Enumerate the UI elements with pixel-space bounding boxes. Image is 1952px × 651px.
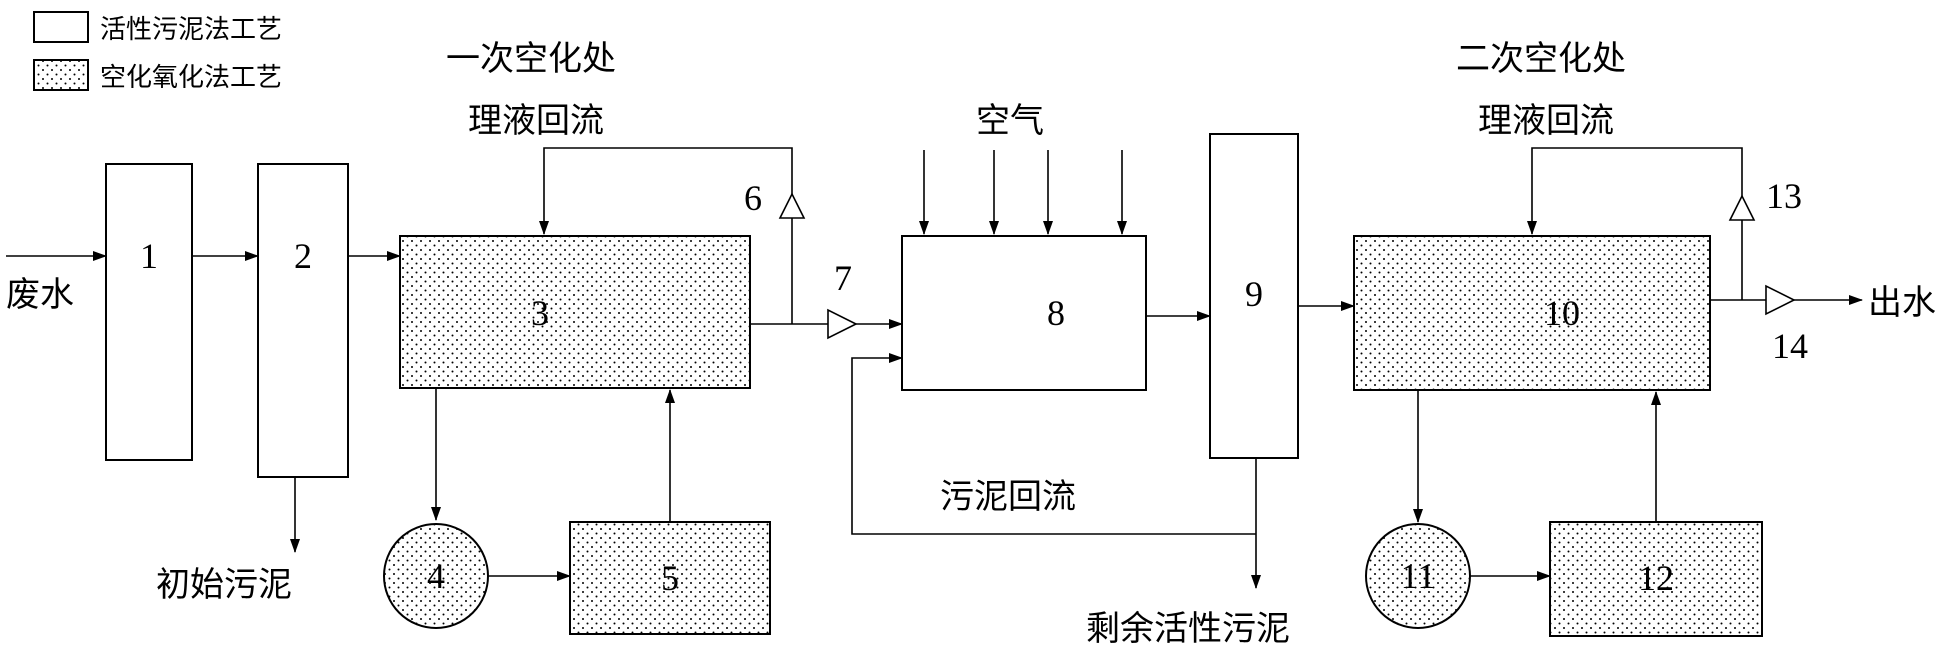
air-label: 空气 xyxy=(976,102,1044,140)
unit-5-box xyxy=(569,521,771,635)
unit-5-label: 5 xyxy=(661,558,679,598)
legend-activated-sludge-swatch xyxy=(33,11,89,43)
legend-cavitation-oxidation-swatch xyxy=(33,59,89,91)
unit-2-box xyxy=(257,163,349,478)
unit-1-box xyxy=(105,163,193,461)
pump-7-icon xyxy=(827,308,858,340)
first-recycle-return-line xyxy=(539,147,793,235)
unit-12-box xyxy=(1549,521,1763,637)
unit-9-label: 9 xyxy=(1245,274,1263,314)
wastewater-label: 废水 xyxy=(6,276,74,314)
unit-12-label: 12 xyxy=(1638,558,1674,598)
second-recycle-label-line1: 二次空化处 xyxy=(1456,40,1626,78)
first-recycle-label-line2: 理液回流 xyxy=(468,102,604,140)
unit-4-label: 4 xyxy=(427,556,445,596)
unit-10-box xyxy=(1353,235,1711,391)
second-recycle-label-line2: 理液回流 xyxy=(1478,102,1614,140)
sludge-return-label: 污泥回流 xyxy=(940,478,1076,516)
unit-1-label: 1 xyxy=(140,236,158,276)
legend: 活性污泥法工艺 空化氧化法工艺 xyxy=(33,11,282,92)
unit-8-label: 8 xyxy=(1047,293,1065,333)
effluent-label: 出水 xyxy=(1868,284,1936,322)
unit-2-label: 2 xyxy=(294,236,312,276)
sludge-return-line xyxy=(851,353,1256,535)
excess-sludge-label: 剩余活性污泥 xyxy=(1086,610,1290,648)
pump-6-icon xyxy=(778,192,806,219)
unit-6-label: 6 xyxy=(744,178,762,218)
unit-9-box xyxy=(1209,133,1299,459)
unit-7-label: 7 xyxy=(834,258,852,298)
second-recycle-return-line xyxy=(1527,147,1743,235)
primary-sludge-label: 初始污泥 xyxy=(156,566,292,604)
unit-8-box xyxy=(901,235,1147,391)
legend-cavitation-oxidation-label: 空化氧化法工艺 xyxy=(100,63,282,92)
first-recycle-label-line1: 一次空化处 xyxy=(446,40,616,78)
legend-activated-sludge-label: 活性污泥法工艺 xyxy=(100,15,282,44)
unit-3-box xyxy=(399,235,751,389)
unit-3-label: 3 xyxy=(531,293,549,333)
pump-13-icon xyxy=(1728,194,1756,221)
unit-10-label: 10 xyxy=(1544,293,1580,333)
unit-11-label: 11 xyxy=(1401,556,1436,596)
unit-13-label: 13 xyxy=(1766,176,1802,216)
unit-14-label: 14 xyxy=(1772,326,1808,366)
pump-14-icon xyxy=(1765,284,1796,316)
